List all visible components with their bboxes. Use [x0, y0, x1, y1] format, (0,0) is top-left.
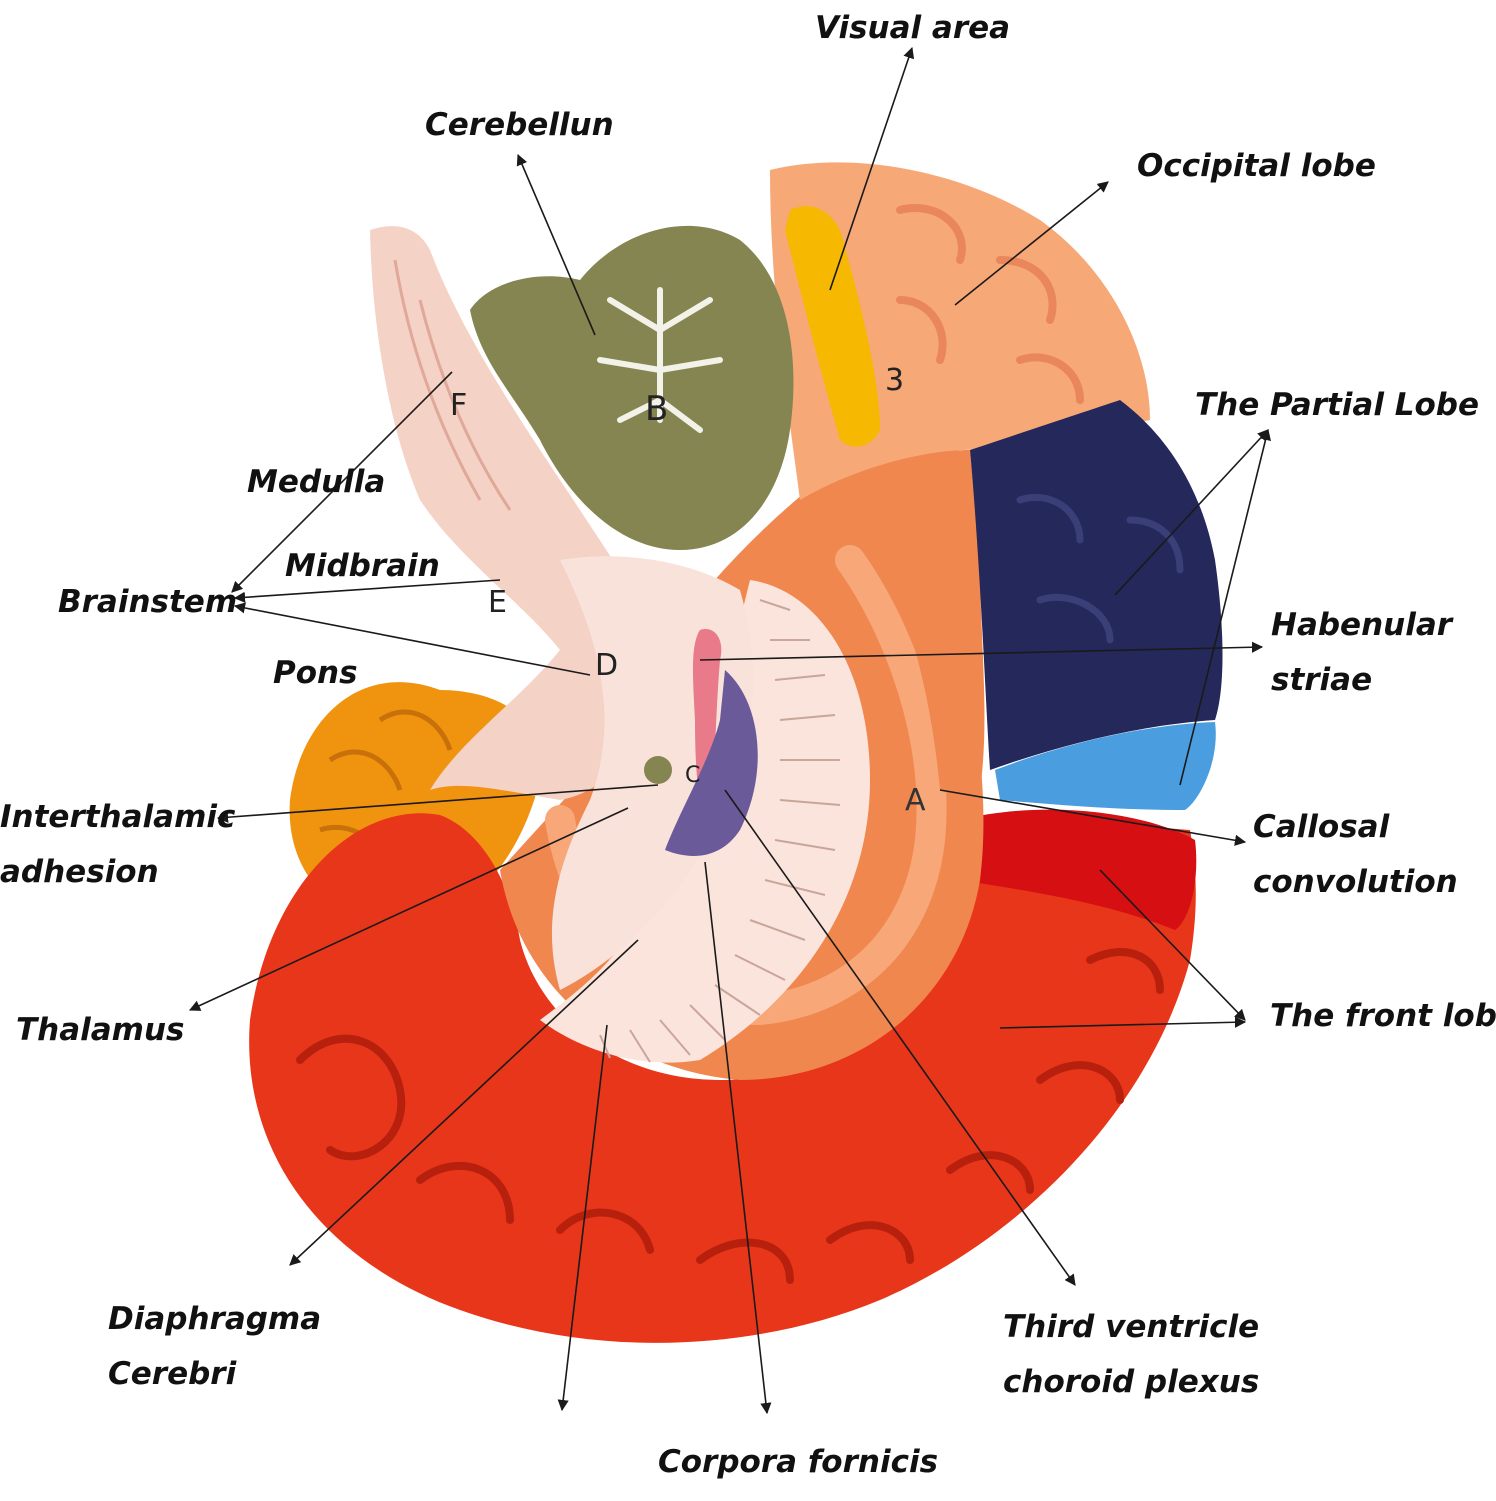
habenular-striae-region	[692, 629, 722, 820]
label-corpora-fornicis: Corpora fornicis	[658, 1444, 939, 1480]
mark-c: C	[685, 763, 700, 788]
leader-partial-2	[1179, 428, 1272, 786]
mark-e: E	[488, 585, 507, 620]
label-partial-lobe: The Partial Lobe	[1195, 387, 1480, 423]
frontal-dark-region	[960, 809, 1197, 930]
parietal-region	[970, 400, 1223, 770]
leader-callosal	[939, 789, 1247, 846]
label-midbrain: Midbrain	[285, 548, 440, 584]
mark-a: A	[905, 783, 926, 818]
label-brainstem: Brainstem	[58, 584, 238, 620]
leader-brainstem-pons	[233, 602, 591, 676]
label-thalamus: Thalamus	[16, 1012, 185, 1048]
leader-cerebellun	[516, 153, 596, 336]
callosal-convolution-region	[995, 722, 1216, 810]
label-medulla: Medulla	[247, 464, 386, 500]
leader-corpora-1	[557, 1024, 608, 1412]
leader-interthalamic	[216, 784, 659, 823]
label-front-lobe: The front lobe	[1270, 998, 1496, 1034]
leader-front-lobe-2	[999, 1016, 1247, 1029]
leader-corpora-2	[704, 861, 772, 1415]
leader-brainstem-medulla	[231, 371, 453, 593]
leader-lines	[188, 46, 1272, 1415]
mark-b: B	[645, 389, 668, 429]
leader-front-lobe-1	[1099, 869, 1246, 1021]
mark-f: F	[450, 388, 467, 423]
leader-diaphragma	[289, 939, 639, 1266]
label-pons: Pons	[273, 655, 358, 691]
mark-d: D	[595, 648, 618, 683]
third-ventricle-region	[665, 670, 758, 856]
leader-habenular	[699, 641, 1264, 661]
leader-thalamus	[188, 807, 629, 1011]
brainstem-region	[370, 226, 660, 800]
leader-partial-1	[1114, 429, 1269, 596]
cerebellum-region	[470, 225, 794, 550]
leader-brainstem-midbrain	[233, 579, 501, 603]
leader-visual-area	[829, 46, 915, 291]
label-visual-area: Visual area	[815, 10, 1011, 46]
leader-occipital	[954, 181, 1109, 306]
parieto-occipital-region	[800, 450, 985, 790]
mark-three: 3	[885, 363, 904, 398]
leader-third-ventricle	[724, 789, 1076, 1286]
visual-area-strip	[785, 206, 880, 447]
interthalamic-adhesion-region	[644, 756, 672, 784]
label-occipital-lobe: Occipital lobe	[1137, 148, 1376, 184]
label-cerebellun: Cerebellun	[425, 107, 614, 143]
